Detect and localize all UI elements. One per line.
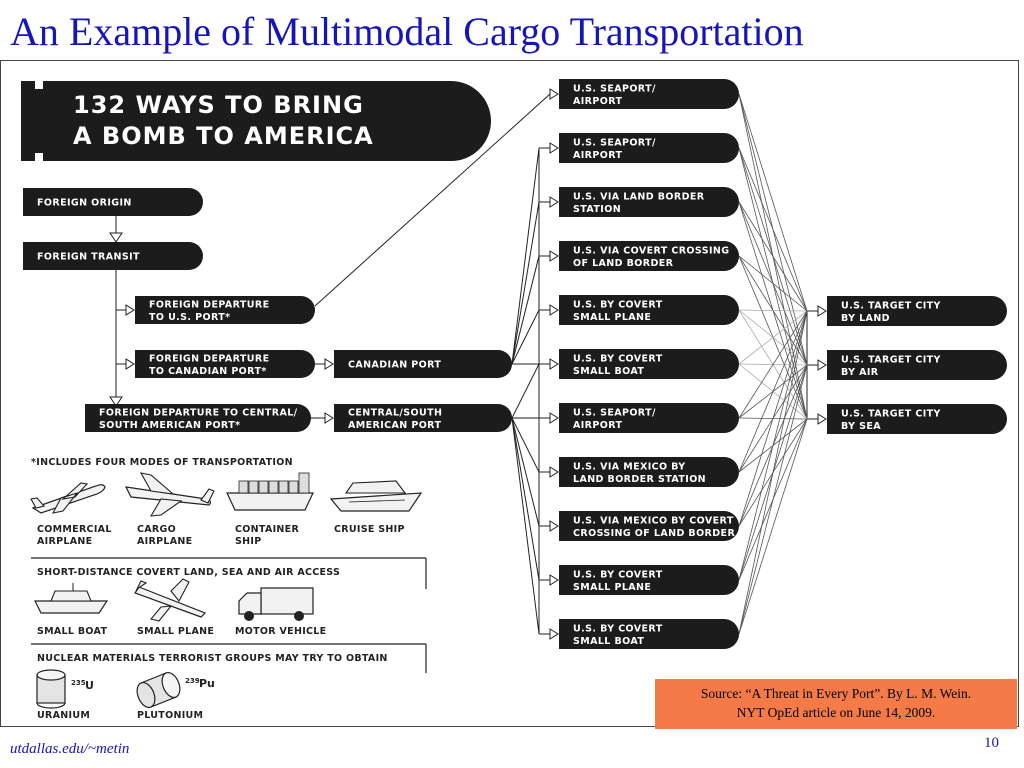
- page-number: 10: [984, 735, 999, 751]
- box-entry-10-label: SMALL BOAT: [573, 636, 644, 647]
- uranium-symbol: U: [85, 679, 94, 692]
- box-entry-10: U.S. BY COVERT SMALL BOAT: [559, 619, 739, 649]
- cruise-ship-icon: [329, 480, 423, 512]
- legend-mode-label: CRUISE SHIP: [334, 524, 405, 535]
- box-departure-south-american-port-label: FOREIGN DEPARTURE TO CENTRAL/: [99, 407, 298, 418]
- box-departure-south-american-port: FOREIGN DEPARTURE TO CENTRAL/SOUTH AMERI…: [85, 404, 311, 432]
- box-entry-4-label: SMALL PLANE: [573, 312, 651, 323]
- legend-mode-label: CARGO: [137, 524, 176, 535]
- legend-nuclear-label: URANIUM: [37, 710, 90, 721]
- banner-title: 132 WAYS TO BRING: [73, 91, 364, 119]
- box-entry-4-label: U.S. BY COVERT: [573, 299, 663, 310]
- box-target-2: U.S. TARGET CITY BY SEA: [827, 404, 1007, 434]
- box-entry-8-label: CROSSING OF LAND BORDER: [573, 528, 735, 539]
- plutonium-mass: 239: [185, 677, 200, 685]
- box-departure-canadian-port: FOREIGN DEPARTURE TO CANADIAN PORT*: [135, 350, 315, 378]
- diagram-frame: 132 WAYS TO BRING A BOMB TO AMERICA FOREIG…: [0, 60, 1019, 727]
- box-entry-9-label: U.S. BY COVERT: [573, 569, 663, 580]
- container-ship-icon: [226, 472, 314, 511]
- box-entry-10-label: U.S. BY COVERT: [573, 623, 663, 634]
- flow-diagram: 132 WAYS TO BRING A BOMB TO AMERICA FOREIG…: [21, 79, 1007, 721]
- box-entry-6-label: AIRPORT: [573, 420, 623, 431]
- box-entry-1-label: AIRPORT: [573, 150, 623, 161]
- legend-mode-label: CONTAINER: [235, 524, 299, 535]
- box-departure-us-port: FOREIGN DEPARTURE TO U.S. PORT*: [135, 296, 315, 324]
- box-departure-canadian-port-label: FOREIGN DEPARTURE: [149, 353, 269, 364]
- box-target-0-label: U.S. TARGET CITY: [841, 300, 941, 311]
- box-entry-2-label: U.S. VIA LAND BORDER: [573, 191, 705, 202]
- box-central-south-american-port-label: AMERICAN PORT: [348, 420, 441, 431]
- legend-mode-label: AIRPLANE: [37, 536, 92, 547]
- box-entry-6: U.S. SEAPORT/AIRPORT: [559, 403, 739, 433]
- box-entry-0-label: U.S. SEAPORT/: [573, 83, 656, 94]
- box-entry-1: U.S. SEAPORT/AIRPORT: [559, 133, 739, 163]
- legend-covert-heading: SHORT-DISTANCE COVERT LAND, SEA AND AIR …: [37, 567, 340, 578]
- box-entry-7: U.S. VIA MEXICO BY LAND BORDER STATION: [559, 457, 739, 487]
- source-note: Source: “A Threat in Every Port”. By L. …: [655, 679, 1017, 729]
- box-entry-6-label: U.S. SEAPORT/: [573, 407, 656, 418]
- source-line-1: Source: “A Threat in Every Port”. By L. …: [700, 686, 972, 701]
- box-departure-south-american-port-label: SOUTH AMERICAN PORT*: [99, 420, 240, 431]
- box-entry-9: U.S. BY COVERT SMALL PLANE: [559, 565, 739, 595]
- uranium-cylinder-icon: [36, 669, 66, 709]
- box-entry-5-label: SMALL BOAT: [573, 366, 644, 377]
- box-departure-us-port-label: FOREIGN DEPARTURE: [149, 299, 269, 310]
- legend-mode-label: SHIP: [235, 536, 262, 547]
- cargo-airplane-icon: [124, 472, 215, 517]
- footer-link[interactable]: utdallas.edu/~metin: [10, 741, 130, 757]
- box-target-1-label: U.S. TARGET CITY: [841, 354, 941, 365]
- box-foreign-origin: FOREIGN ORIGIN: [23, 188, 203, 216]
- banner-title: A BOMB TO AMERICA: [73, 122, 374, 150]
- box-target-2-label: BY SEA: [841, 421, 881, 432]
- box-entry-7-label: U.S. VIA MEXICO BY: [573, 461, 686, 472]
- plutonium-symbol: Pu: [199, 677, 215, 690]
- box-central-south-american-port-label: CENTRAL/SOUTH: [348, 407, 442, 418]
- box-foreign-transit: FOREIGN TRANSIT: [23, 242, 203, 270]
- box-foreign-origin-label: FOREIGN ORIGIN: [37, 198, 132, 209]
- box-entry-1-label: U.S. SEAPORT/: [573, 137, 656, 148]
- small-boat-icon: [34, 583, 109, 614]
- truck-icon: [238, 587, 314, 621]
- box-entry-4: U.S. BY COVERT SMALL PLANE: [559, 295, 739, 325]
- box-entry-8: U.S. VIA MEXICO BY COVERT CROSSING OF LAN…: [559, 511, 739, 541]
- box-entry-0-label: AIRPORT: [573, 96, 623, 107]
- box-target-1: U.S. TARGET CITY BY AIR: [827, 350, 1007, 380]
- legend-mode-label: COMMERCIAL: [37, 524, 112, 535]
- legend-modes-heading: *INCLUDES FOUR MODES OF TRANSPORTATION: [31, 457, 293, 468]
- box-departure-us-port-label: TO U.S. PORT*: [149, 312, 231, 323]
- box-entry-5-label: U.S. BY COVERT: [573, 353, 663, 364]
- box-entry-9-label: SMALL PLANE: [573, 582, 651, 593]
- banner: 132 WAYS TO BRING A BOMB TO AMERICA: [21, 81, 491, 161]
- legend-covert-label: MOTOR VEHICLE: [235, 626, 326, 637]
- plutonium-cylinder-icon: [136, 671, 181, 709]
- box-target-0-label: BY LAND: [841, 313, 890, 324]
- legend-covert-label: SMALL BOAT: [37, 626, 107, 637]
- box-canadian-port: CANADIAN PORT: [334, 350, 512, 378]
- box-central-south-american-port: CENTRAL/SOUTH AMERICAN PORT: [334, 404, 512, 432]
- box-entry-3-label: U.S. VIA COVERT CROSSING: [573, 245, 729, 256]
- box-foreign-transit-label: FOREIGN TRANSIT: [37, 252, 140, 263]
- box-entry-8-label: U.S. VIA MEXICO BY COVERT: [573, 515, 734, 526]
- box-entry-2: U.S. VIA LAND BORDER STATION: [559, 187, 739, 217]
- uranium-mass: 235: [71, 679, 86, 687]
- box-departure-canadian-port-label: TO CANADIAN PORT*: [149, 366, 267, 377]
- box-target-2-label: U.S. TARGET CITY: [841, 408, 941, 419]
- box-canadian-port-label: CANADIAN PORT: [348, 360, 441, 371]
- slide-title: An Example of Multimodal Cargo Transport…: [10, 9, 804, 54]
- legend-covert-label: SMALL PLANE: [137, 626, 214, 637]
- small-plane-icon: [134, 578, 207, 622]
- box-entry-5: U.S. BY COVERT SMALL BOAT: [559, 349, 739, 379]
- box-target-1-label: BY AIR: [841, 367, 879, 378]
- airplane-icon: [30, 482, 106, 514]
- legend-mode-label: AIRPLANE: [137, 536, 192, 547]
- legend-nuclear-heading: NUCLEAR MATERIALS TERRORIST GROUPS MAY T…: [37, 653, 388, 664]
- box-entry-2-label: STATION: [573, 204, 621, 215]
- box-entry-3-label: OF LAND BORDER: [573, 258, 674, 269]
- box-entry-7-label: LAND BORDER STATION: [573, 474, 706, 485]
- box-target-0: U.S. TARGET CITY BY LAND: [827, 296, 1007, 326]
- box-entry-3: U.S. VIA COVERT CROSSING OF LAND BORDER: [559, 241, 739, 271]
- source-line-2: NYT OpEd article on June 14, 2009.: [736, 705, 936, 720]
- box-entry-0: U.S. SEAPORT/AIRPORT: [559, 79, 739, 109]
- legend-nuclear-label: PLUTONIUM: [137, 710, 203, 721]
